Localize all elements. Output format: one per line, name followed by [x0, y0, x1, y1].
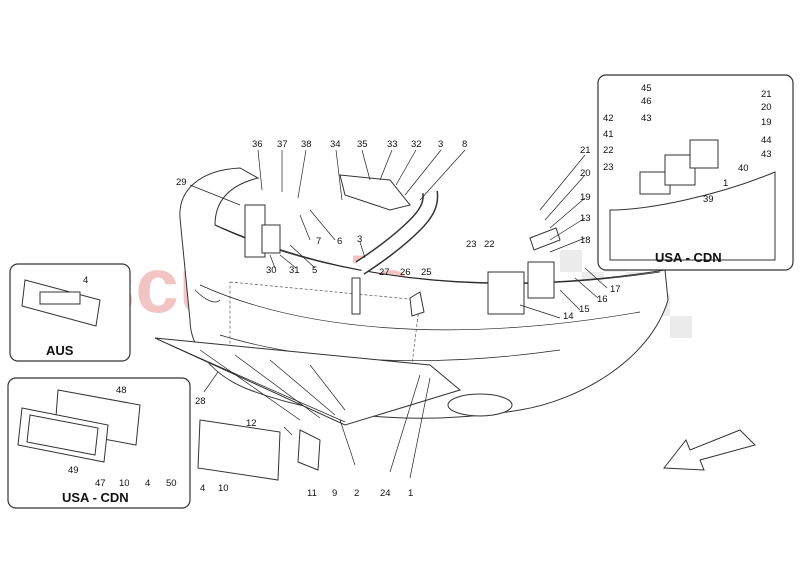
part-label: 49 — [68, 465, 79, 476]
part-label: 2 — [354, 488, 359, 499]
license-plate-bracket — [197, 419, 321, 481]
direction-arrow — [663, 429, 756, 471]
part-label: 25 — [421, 267, 432, 278]
part-label: 48 — [116, 385, 127, 396]
part-label: 35 — [357, 139, 368, 150]
part-label: 4 — [83, 275, 88, 286]
part-label: 13 — [580, 213, 591, 224]
part-label: 27 — [379, 267, 390, 278]
part-label: 21 — [761, 89, 772, 100]
part-label: 23 — [603, 162, 614, 173]
part-label: 47 — [95, 478, 106, 489]
part-label: 39 — [703, 194, 714, 205]
part-label: 23 — [466, 239, 477, 250]
part-label: 10 — [218, 483, 229, 494]
part-label: 46 — [641, 96, 652, 107]
part-label: 6 — [337, 236, 342, 247]
part-label: 34 — [330, 139, 341, 150]
part-label: 40 — [738, 163, 749, 174]
part-label: 1 — [408, 488, 413, 499]
part-label: 20 — [761, 102, 772, 113]
usa-cdn-box-left: USA - CDN — [7, 377, 191, 509]
part-label: 19 — [580, 192, 591, 203]
part-label: 10 — [119, 478, 130, 489]
part-label: 30 — [266, 265, 277, 276]
part-label: 21 — [580, 145, 591, 156]
part-label: 31 — [289, 265, 300, 276]
part-label: 7 — [316, 236, 321, 247]
part-label: 8 — [462, 139, 467, 150]
callout-lines — [189, 149, 608, 479]
part-label: 43 — [761, 149, 772, 160]
part-label: 45 — [641, 83, 652, 94]
part-label: 22 — [603, 145, 614, 156]
front-grille — [154, 337, 462, 426]
usa-cdn-title-left: USA - CDN — [62, 490, 129, 505]
part-label: 38 — [301, 139, 312, 150]
aus-title: AUS — [46, 343, 74, 358]
part-label: 9 — [332, 488, 337, 499]
part-label: 16 — [597, 294, 608, 305]
part-label: 3 — [357, 234, 362, 245]
part-label: 15 — [579, 304, 590, 315]
part-label: 4 — [145, 478, 150, 489]
part-label: 37 — [277, 139, 288, 150]
part-label: 18 — [580, 235, 591, 246]
part-label: 22 — [484, 239, 495, 250]
air-hose — [339, 174, 439, 275]
part-label: 17 — [610, 284, 621, 295]
part-label: 14 — [563, 311, 574, 322]
part-label: 20 — [580, 168, 591, 179]
part-label: 32 — [411, 139, 422, 150]
part-label: 28 — [195, 396, 206, 407]
part-label: 3 — [438, 139, 443, 150]
part-label: 50 — [166, 478, 177, 489]
part-label: 26 — [400, 267, 411, 278]
part-label: 41 — [603, 129, 614, 140]
part-label: 11 — [307, 488, 317, 499]
part-label: 43 — [641, 113, 652, 124]
part-label: 4 — [200, 483, 205, 494]
usa-cdn-title-right: USA - CDN — [655, 250, 722, 265]
part-label: 19 — [761, 117, 772, 128]
part-label: 33 — [387, 139, 398, 150]
usa-cdn-box-right: USA - CDN — [597, 74, 794, 271]
aus-box: AUS — [9, 263, 131, 362]
part-label: 36 — [252, 139, 263, 150]
part-label: 5 — [312, 265, 317, 276]
part-label: 1 — [723, 178, 728, 189]
brackets — [244, 204, 561, 317]
part-label: 44 — [761, 135, 772, 146]
part-labels: 36 37 38 34 35 33 32 3 8 29 7 6 3 30 31 … — [68, 83, 772, 499]
part-label: 29 — [176, 177, 187, 188]
part-label: 24 — [380, 488, 391, 499]
part-label: 42 — [603, 113, 614, 124]
part-label: 12 — [246, 418, 257, 429]
